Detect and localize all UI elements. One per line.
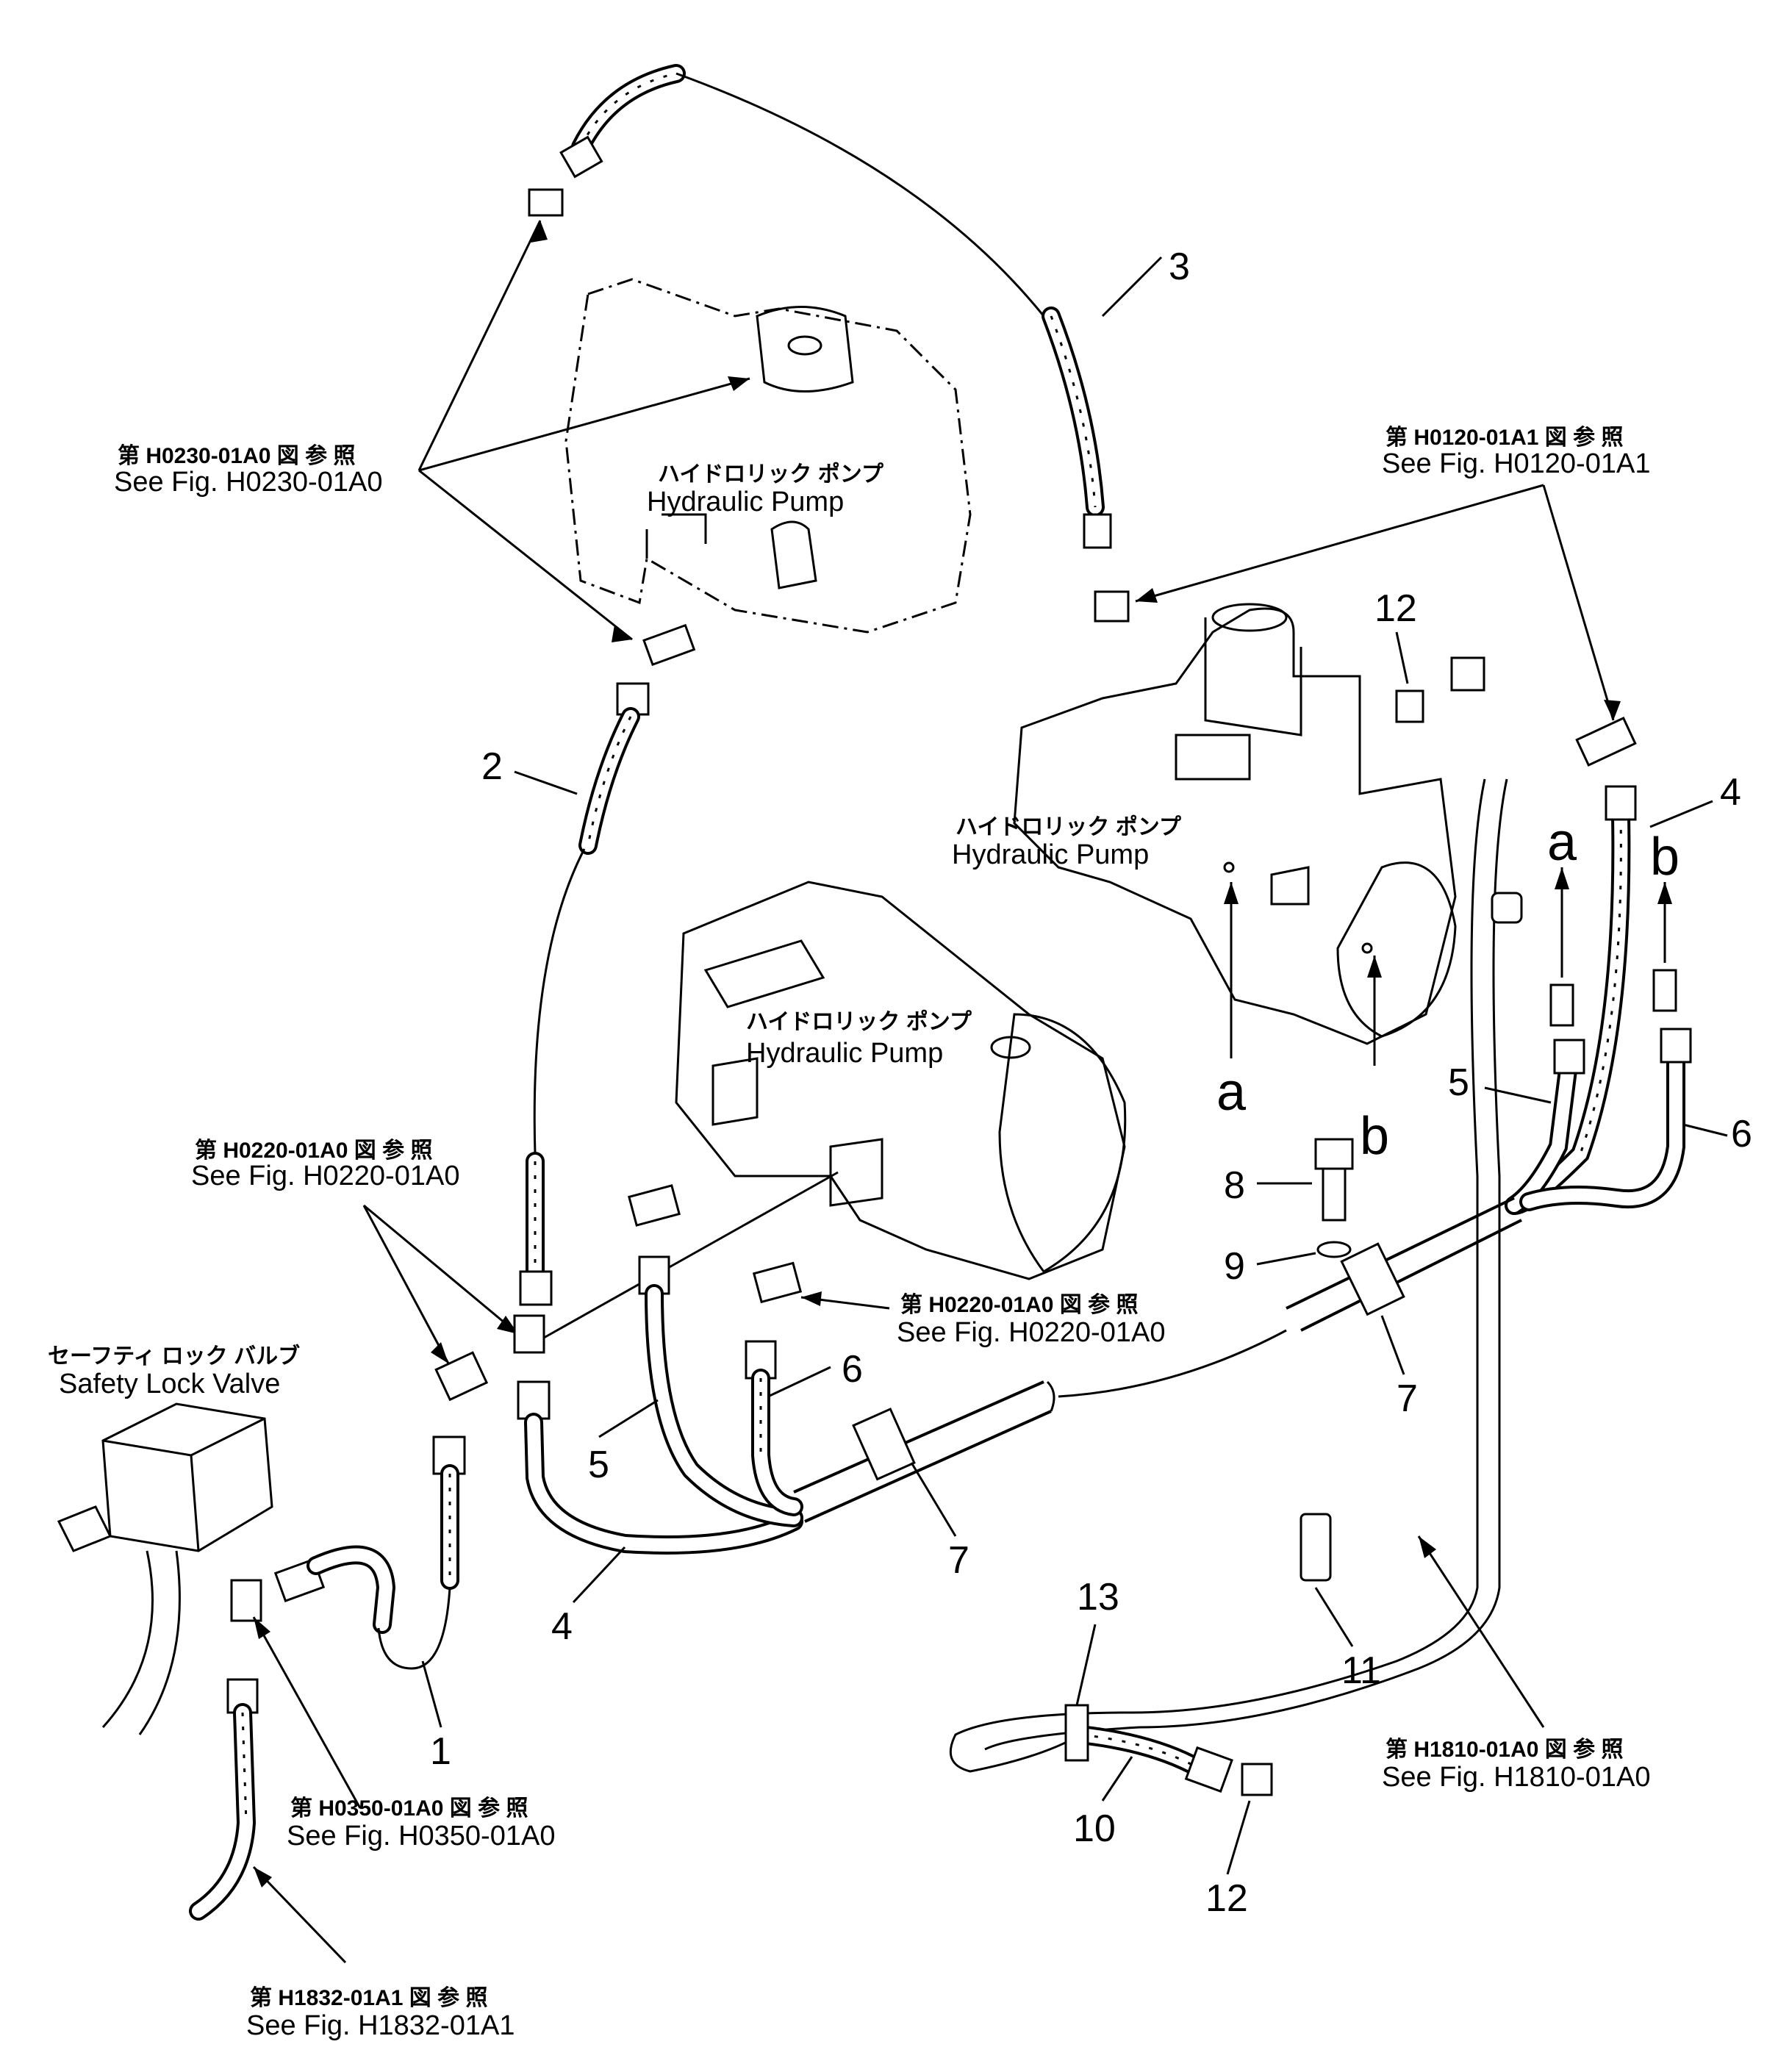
callout-3: 3: [1169, 245, 1190, 288]
pump-right-en-label: Hydraulic Pump: [952, 839, 1149, 870]
callout-2: 2: [481, 745, 503, 788]
port-a-bottom: a: [1216, 1063, 1247, 1122]
ref-h1832: 第 H1832-01A1 図 参 照 See Fig. H1832-01A1: [246, 1865, 515, 2041]
callout-7-center: 7: [948, 1539, 969, 1582]
hose-1: [307, 1435, 466, 1670]
callout-9: 9: [1224, 1245, 1245, 1288]
ref-h1832-en: See Fig. H1832-01A1: [246, 2010, 515, 2041]
pump-top-en-label: Hydraulic Pump: [647, 487, 844, 517]
ref-h0350-en: See Fig. H0350-01A0: [287, 1821, 555, 1851]
hose-group-right: [1131, 778, 1692, 1729]
bolt-8-washer-9: 8 9: [1224, 1138, 1354, 1288]
ref-h0230-en: See Fig. H0230-01A0: [114, 467, 382, 498]
ref-h1810-en: See Fig. H1810-01A0: [1382, 1762, 1650, 1793]
ref-h0220b-en: See Fig. H0220-01A0: [897, 1317, 1165, 1348]
callout-6-center: 6: [842, 1348, 863, 1391]
hydraulic-pump-top: ハイドロリック ポンプ Hydraulic Pump: [528, 188, 972, 667]
ref-h0220a-jp: 第 H0220-01A0 図 参 照: [195, 1138, 432, 1163]
callout-11: 11: [1341, 1649, 1381, 1692]
callout-6-right: 6: [1731, 1113, 1752, 1155]
fitting-top: [528, 188, 564, 217]
ref-h1810-jp: 第 H1810-01A0 図 参 照: [1386, 1737, 1623, 1762]
bolt-12-top: 12: [1374, 587, 1485, 723]
callout-1: 1: [430, 1730, 451, 1773]
ref-h0230: 第 H0230-01A0 図 参 照 See Fig. H0230-01A0: [114, 220, 750, 642]
safety-valve-jp-label: セーフティ ロック バルブ: [48, 1344, 300, 1369]
ref-h1832-jp: 第 H1832-01A1 図 参 照: [250, 1985, 487, 2010]
port-b-top: b: [1650, 828, 1680, 886]
callout-12-top: 12: [1374, 587, 1417, 630]
fitting-center-right: [752, 1261, 803, 1304]
hydraulic-pump-right: ハイドロリック ポンプ Hydraulic Pump: [952, 590, 1637, 1045]
pump-center-en-label: Hydraulic Pump: [746, 1038, 943, 1069]
fitting-lower: [642, 623, 696, 667]
ref-h0120-en: See Fig. H0120-01A1: [1382, 448, 1650, 479]
callout-5-right: 5: [1448, 1061, 1469, 1104]
safety-valve-en-label: Safety Lock Valve: [59, 1369, 280, 1399]
pump-right-jp-label: ハイドロリック ポンプ: [956, 815, 1182, 839]
ref-h0220b-jp: 第 H0220-01A0 図 参 照: [900, 1292, 1138, 1317]
callout-7-right: 7: [1397, 1377, 1418, 1420]
callout-4-center: 4: [551, 1605, 573, 1648]
ref-h0230-jp: 第 H0230-01A0 図 参 照: [118, 443, 355, 468]
callout-13: 13: [1077, 1576, 1119, 1618]
callout-4-right: 4: [1720, 771, 1741, 814]
bolt-12-bottom: 12: [1205, 1763, 1273, 1920]
hose-loop-10: [949, 1513, 1332, 1793]
ref-h0350: 第 H0350-01A0 図 参 照 See Fig. H0350-01A0: [252, 1616, 555, 1851]
ref-h0350-jp: 第 H0350-01A0 図 参 照: [290, 1796, 528, 1821]
callout-12-bottom: 12: [1205, 1877, 1248, 1920]
ref-h0120: 第 H0120-01A1 図 参 照 See Fig. H0120-01A1: [1135, 425, 1650, 721]
ports-right-pump: a b a b: [1216, 813, 1680, 1166]
hose-h1832: [189, 1678, 259, 1921]
ref-h0220-left: 第 H0220-01A0 図 参 照 See Fig. H0220-01A0: [191, 1138, 839, 1402]
fitting-right-side: [1575, 716, 1637, 767]
clamp-11: [1300, 1513, 1332, 1582]
fitting-right-top: [1094, 590, 1130, 623]
clamp-7-right: 7: [1286, 1197, 1522, 1420]
ref-h0220a-en: See Fig. H0220-01A0: [191, 1161, 459, 1191]
ref-h1810: 第 H1810-01A0 図 参 照 See Fig. H1810-01A0: [1382, 1535, 1650, 1793]
hydraulic-pump-center: ハイドロリック ポンプ Hydraulic Pump: [628, 881, 1127, 1304]
callout-5-center: 5: [588, 1444, 609, 1486]
callout-8: 8: [1224, 1164, 1245, 1207]
safety-lock-valve: セーフティ ロック バルブ Safety Lock Valve: [48, 1344, 326, 1735]
hose-2: [519, 682, 650, 1306]
fitting-center-left: [628, 1184, 681, 1227]
callout-10: 10: [1073, 1807, 1116, 1850]
hose-group-center: [517, 1255, 1287, 1555]
port-a-top: a: [1547, 813, 1577, 872]
ref-h0120-jp: 第 H0120-01A1 図 参 照: [1386, 425, 1623, 450]
port-b-bottom: b: [1360, 1107, 1389, 1166]
hose-3: [559, 64, 1112, 549]
ref-h0220-right: 第 H0220-01A0 図 参 照 See Fig. H0220-01A0: [800, 1291, 1165, 1348]
valve-tee-fitting: [230, 1579, 262, 1622]
pump-top-jp-label: ハイドロリック ポンプ: [658, 462, 884, 487]
pump-center-jp-label: ハイドロリック ポンプ: [746, 1010, 972, 1034]
